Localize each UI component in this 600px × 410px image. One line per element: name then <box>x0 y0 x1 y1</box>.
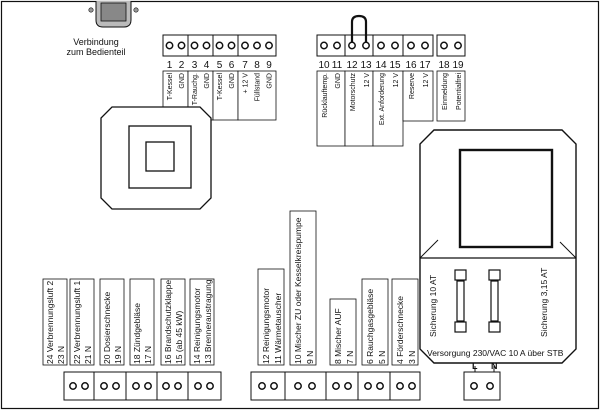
top-terminal-3[interactable]: 5 6 T-Kessel GND <box>212 34 239 121</box>
bottom-panel-2: 22 Verbrennungsluft 1 21 N <box>69 278 95 366</box>
terminal-number: 4 <box>204 60 210 71</box>
terminal-number: 15 <box>389 60 401 71</box>
terminal-label: 16 Brandschutzklappe <box>163 280 173 364</box>
top-terminal-8[interactable]: 16 17 Reserve 12 V <box>402 34 434 122</box>
terminal-number: 12 <box>346 60 358 71</box>
terminal-number: 8 <box>254 60 260 71</box>
terminal-label: 19 N <box>113 346 123 364</box>
terminal-label: 20 Dosierschnecke <box>102 291 112 364</box>
bottom-terminal-strip-right[interactable] <box>250 371 421 401</box>
bottom-panel-7: 12 Reinigungsmotor 11 Wärmetauscher <box>257 268 285 366</box>
terminal-label: T-Rauchg. <box>192 73 199 105</box>
terminal-label: Reserve <box>409 73 416 99</box>
fuse-left-label: Sicherung 10 AT <box>428 275 438 337</box>
transformer-left <box>100 106 212 210</box>
terminal-label: 13 Brenneraustragung <box>203 279 213 364</box>
jumper-wire <box>350 14 368 43</box>
terminal-number: 19 <box>452 60 464 71</box>
bottom-panel-5: 16 Brandschutzklappe 15 (ab 45 kW) <box>160 278 186 366</box>
connector-label-line2: zum Bedienteil <box>66 47 125 57</box>
bottom-terminal-strip-left[interactable] <box>63 371 222 401</box>
fuse-right <box>488 269 501 333</box>
terminal-label: 24 Verbrennungsluft 2 <box>45 281 55 364</box>
terminal-label: 15 (ab 45 kW) <box>174 310 184 364</box>
terminal-label: 11 Wärmetauscher <box>273 293 283 364</box>
terminal-label: 17 N <box>143 346 153 364</box>
terminal-label: 9 N <box>305 351 315 364</box>
terminal-number: 17 <box>419 60 431 71</box>
terminal-label: Potentialfrei <box>456 73 463 110</box>
bottom-panel-10: 6 Rauchgasgebläse 5 N <box>361 278 389 366</box>
bottom-panel-9: 8 Mischer AUF 7 N <box>329 298 357 366</box>
terminal-label: T-Kessel <box>167 73 174 101</box>
terminal-label: GND <box>204 73 211 89</box>
connector-label-line1: Verbindung <box>73 37 119 47</box>
panel-connector <box>88 1 139 28</box>
terminal-label: 22 Verbrennungsluft 1 <box>72 281 82 364</box>
terminal-label: GND <box>335 73 342 89</box>
bottom-panel-8: 10 Mischer ZU oder Kesselkreispumpe 9 N <box>289 210 317 366</box>
terminal-number: 16 <box>405 60 417 71</box>
top-terminal-5[interactable]: 10 11 Rücklauftemp. GND <box>316 34 346 147</box>
terminal-label: 18 Zündgebläse <box>132 303 142 364</box>
terminal-number: 11 <box>332 60 343 71</box>
terminal-label: Füllstand <box>255 73 262 102</box>
terminal-number: 7 <box>242 60 248 71</box>
terminal-label: 4 Förderschnecke <box>395 296 405 364</box>
top-terminal-4[interactable]: 7 8 9 + 12 V Füllstand GND <box>237 34 277 121</box>
terminal-label: GND <box>179 73 186 89</box>
bottom-panel-6: 14 Reinigungsmotor 13 Brenneraustragung <box>189 278 215 366</box>
terminal-label: GND <box>229 73 236 89</box>
terminal-number: 10 <box>318 60 330 71</box>
terminal-label: Rücklauftemp. <box>322 73 329 118</box>
terminal-label: 8 Mischer AUF <box>333 308 343 364</box>
terminal-label: 12 V <box>364 73 371 88</box>
terminal-number: 13 <box>360 60 372 71</box>
terminal-label: 14 Reinigungsmotor <box>192 288 202 364</box>
terminal-number: 3 <box>192 60 198 71</box>
terminal-label: GND <box>267 73 274 89</box>
terminal-label: 6 Rauchgasgebläse <box>365 289 375 364</box>
terminal-number: 14 <box>375 60 387 71</box>
terminal-number: 1 <box>167 60 173 71</box>
terminal-number: 18 <box>438 60 450 71</box>
terminal-label: 10 Mischer ZU oder Kesselkreispumpe <box>293 217 303 364</box>
terminal-label: 3 N <box>407 351 417 364</box>
bottom-panel-1: 24 Verbrennungsluft 2 23 N <box>42 278 68 366</box>
bottom-panel-3: 20 Dosierschnecke 19 N <box>99 278 125 366</box>
terminal-label: 12 V <box>423 73 430 88</box>
fuse-left <box>454 269 467 333</box>
top-terminal-9[interactable]: 18 19 Einmeldung Potentialfrei <box>436 34 466 122</box>
terminal-label: Ext. Anforderung <box>379 73 386 125</box>
terminal-label: 23 N <box>56 346 66 364</box>
top-terminal-6[interactable]: 12 13 Motorschutz 12 V <box>344 34 374 147</box>
terminal-label: 21 N <box>83 346 93 364</box>
supply-label: Versorgung 230/VAC 10 A über STB <box>427 348 564 358</box>
fuse-right-label: Sicherung 3,15 AT <box>539 268 549 337</box>
terminal-label: Einmeldung <box>442 73 449 110</box>
bottom-panel-11: 4 Förderschnecke 3 N <box>391 278 419 366</box>
terminal-label: Motorschutz <box>350 73 357 112</box>
terminal-label: + 12 V <box>243 73 250 94</box>
terminal-label: T-Kessel <box>217 73 224 101</box>
terminal-label: 12 V <box>393 73 400 88</box>
terminal-number: 6 <box>229 60 235 71</box>
terminal-label: 12 Reinigungsmotor <box>261 288 271 364</box>
terminal-number: 2 <box>179 60 185 71</box>
terminal-label: 7 N <box>345 351 355 364</box>
terminal-number: 9 <box>266 60 272 71</box>
bottom-panel-4: 18 Zündgebläse 17 N <box>129 278 155 366</box>
terminal-number: 5 <box>217 60 223 71</box>
top-terminal-7[interactable]: 14 15 Ext. Anforderung 12 V <box>372 34 404 147</box>
supply-terminal[interactable] <box>463 371 501 401</box>
terminal-label: 5 N <box>377 351 387 364</box>
